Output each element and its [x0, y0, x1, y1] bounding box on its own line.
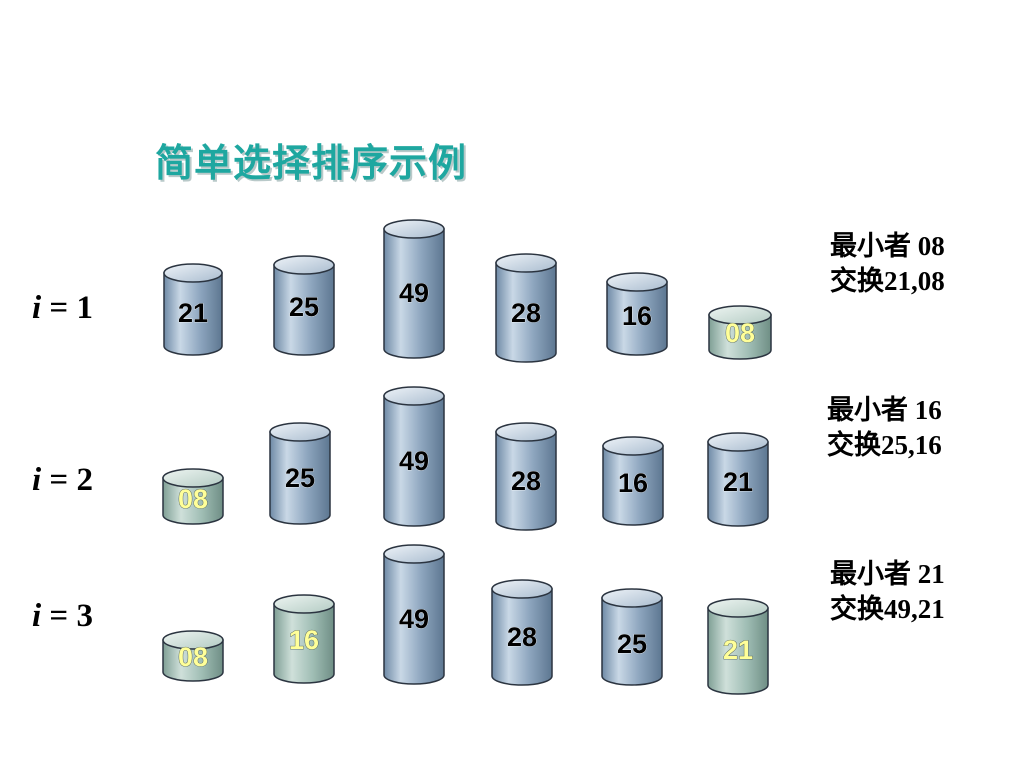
cylinder-08: 08 — [708, 305, 772, 360]
cylinder-top — [602, 436, 664, 456]
loop-variable: i — [32, 462, 42, 498]
cylinder-body — [606, 281, 668, 356]
loop-variable: i — [32, 290, 42, 326]
cylinder-top — [162, 630, 224, 650]
cylinder-value: 21 — [723, 467, 753, 497]
cylinder-top — [383, 544, 445, 564]
cylinder-28: 28 — [495, 253, 557, 363]
cylinder-16: 16 — [273, 594, 335, 684]
cylinder-value: 08 — [725, 318, 755, 348]
cylinder-top — [606, 272, 668, 292]
cylinder-value: 28 — [507, 622, 537, 652]
row-label-2: i = 2 — [32, 462, 93, 499]
minimum-text: 最小者 21 — [830, 559, 945, 589]
cylinder-body — [273, 264, 335, 356]
cylinder-value: 25 — [285, 463, 315, 493]
cylinder-top — [273, 255, 335, 275]
cylinder-08: 08 — [162, 630, 224, 682]
row-label-1: i = 1 — [32, 290, 93, 327]
cylinder-top — [383, 219, 445, 239]
cylinder-value: 16 — [289, 625, 319, 655]
loop-value: = 2 — [41, 462, 93, 498]
cylinder-body — [491, 588, 553, 686]
cylinder-49: 49 — [383, 219, 445, 359]
cylinder-top — [495, 253, 557, 273]
cylinder-value: 16 — [618, 468, 648, 498]
step-note-3: 最小者 21 交换49,21 — [830, 557, 945, 627]
loop-variable: i — [32, 598, 42, 634]
cylinder-08: 08 — [162, 468, 224, 525]
cylinder-body — [162, 477, 224, 525]
cylinder-top — [273, 594, 335, 614]
cylinder-16: 16 — [606, 272, 668, 356]
cylinder-25: 25 — [273, 255, 335, 356]
cylinder-value: 49 — [399, 604, 429, 634]
step-note-1: 最小者 08 交换21,08 — [830, 229, 945, 299]
cylinder-value: 49 — [399, 446, 429, 476]
cylinder-top — [601, 588, 663, 608]
cylinder-body — [383, 228, 445, 359]
cylinder-25: 25 — [601, 588, 663, 686]
cylinder-21: 21 — [707, 432, 769, 527]
cylinder-top — [491, 579, 553, 599]
loop-value: = 1 — [41, 290, 93, 326]
cylinder-body — [383, 553, 445, 685]
cylinder-top — [162, 468, 224, 488]
cylinder-body — [707, 441, 769, 527]
cylinder-body — [163, 272, 223, 356]
swap-text: 交换25,16 — [827, 430, 942, 460]
cylinder-28: 28 — [495, 422, 557, 531]
cylinder-49: 49 — [383, 544, 445, 685]
cylinder-body — [602, 445, 664, 526]
cylinder-value: 49 — [399, 278, 429, 308]
cylinder-21: 21 — [707, 598, 769, 695]
cylinder-body — [708, 314, 772, 360]
cylinder-top — [383, 386, 445, 406]
cylinder-28: 28 — [491, 579, 553, 686]
cylinder-value: 08 — [178, 642, 208, 672]
swap-text: 交换21,08 — [830, 266, 945, 296]
swap-text: 交换49,21 — [830, 594, 945, 624]
cylinder-body — [269, 431, 331, 525]
cylinder-25: 25 — [269, 422, 331, 525]
cylinder-value: 08 — [178, 484, 208, 514]
cylinder-top — [707, 432, 769, 452]
cylinder-value: 28 — [511, 466, 541, 496]
cylinder-value: 28 — [511, 298, 541, 328]
cylinder-top — [707, 598, 769, 618]
minimum-text: 最小者 08 — [830, 231, 945, 261]
cylinder-body — [273, 603, 335, 684]
cylinder-21: 21 — [163, 263, 223, 356]
cylinder-body — [495, 431, 557, 531]
cylinder-top — [269, 422, 331, 442]
page-title: 简单选择排序示例 — [155, 141, 468, 185]
cylinder-value: 21 — [178, 298, 208, 328]
cylinder-body — [495, 262, 557, 363]
minimum-text: 最小者 16 — [827, 395, 942, 425]
cylinder-body — [707, 607, 769, 695]
cylinder-top — [708, 305, 772, 325]
cylinder-body — [383, 395, 445, 527]
cylinder-body — [601, 597, 663, 686]
cylinder-top — [495, 422, 557, 442]
cylinder-value: 16 — [622, 301, 652, 331]
cylinder-value: 21 — [723, 635, 753, 665]
cylinder-16: 16 — [602, 436, 664, 526]
cylinder-top — [163, 263, 223, 283]
row-label-3: i = 3 — [32, 598, 93, 635]
cylinder-body — [162, 639, 224, 682]
step-note-2: 最小者 16 交换25,16 — [827, 393, 942, 463]
cylinder-49: 49 — [383, 386, 445, 527]
loop-value: = 3 — [41, 598, 93, 634]
cylinder-value: 25 — [289, 292, 319, 322]
cylinder-value: 25 — [617, 629, 647, 659]
